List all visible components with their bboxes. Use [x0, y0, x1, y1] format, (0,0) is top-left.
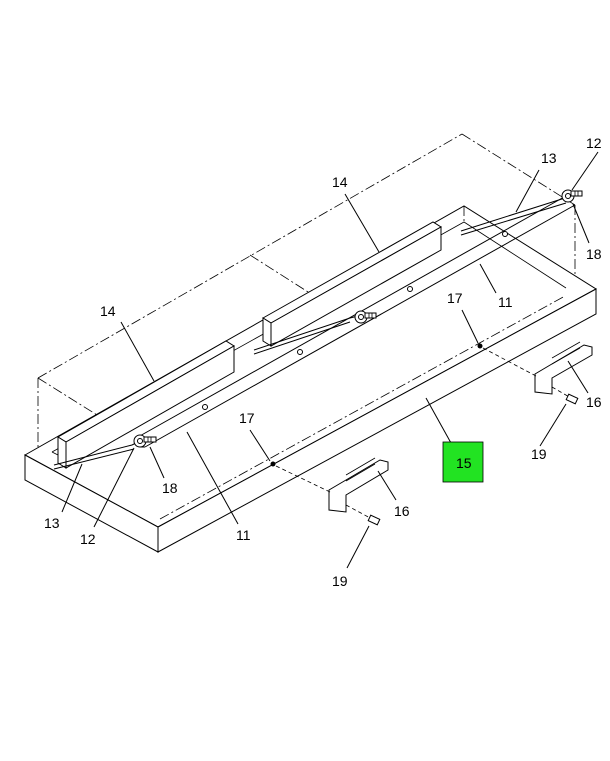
callout-17-right: 17 — [447, 290, 463, 306]
callout-11-left: 11 — [236, 527, 251, 543]
callout-16-left: 16 — [394, 503, 410, 519]
callout-18-left: 18 — [162, 480, 178, 496]
callout-labels: 14 14 13 12 18 11 17 16 19 15 17 18 13 1… — [44, 135, 602, 589]
bracket-left — [328, 457, 389, 513]
block-right — [262, 221, 442, 347]
callout-14-right: 14 — [332, 174, 348, 190]
callout-18-right: 18 — [586, 246, 602, 262]
fasteners — [270, 343, 579, 526]
callout-12-left: 12 — [80, 531, 96, 547]
callout-12-right: 12 — [586, 135, 602, 151]
clamp-right — [561, 189, 583, 203]
callout-13-left: 13 — [44, 515, 60, 531]
clamp-left — [133, 434, 157, 448]
leader-lines — [61, 151, 599, 569]
callout-16-right: 16 — [586, 394, 602, 410]
tray — [23, 205, 597, 553]
callout-13-right: 13 — [541, 150, 557, 166]
callout-11-right: 11 — [498, 294, 513, 310]
clamp-middle — [354, 310, 377, 324]
callout-14-left: 14 — [100, 303, 116, 319]
block-left — [57, 340, 235, 469]
callout-19-left: 19 — [332, 573, 348, 589]
callout-17-left: 17 — [239, 410, 255, 426]
highlight-box — [442, 441, 484, 483]
callout-15: 15 — [456, 455, 472, 471]
callout-19-right: 19 — [531, 446, 547, 462]
